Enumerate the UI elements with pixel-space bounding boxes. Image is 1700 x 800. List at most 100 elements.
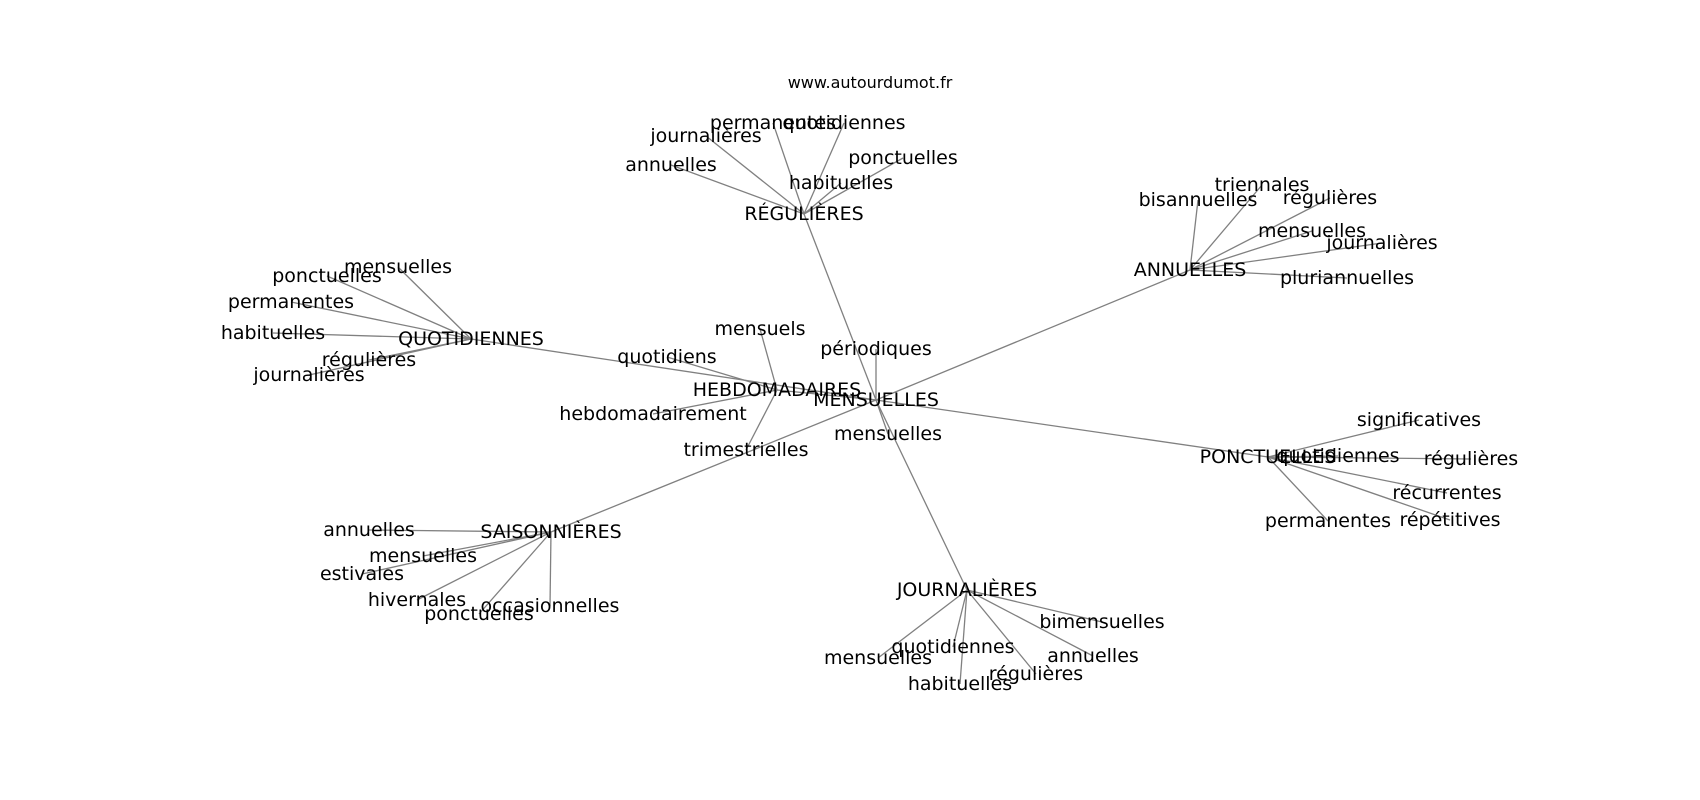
leaf-label-saisonnieres-estivales: estivales (320, 563, 404, 585)
edge-annuelles-bisannuelles (1189, 199, 1199, 271)
edge-saisonnieres-hivernales (416, 531, 552, 601)
hub-label-saisonnieres: SAISONNIÈRES (480, 520, 621, 543)
edge-center-quotidiennes (470, 338, 877, 401)
edge-quotidiennes-journalieres (308, 338, 472, 376)
leaf-label-journalieres-annuelles: annuelles (1047, 645, 1139, 667)
leaf-label-annuelles-journalieres: journalières (1325, 232, 1437, 254)
leaf-label-journalieres-quotidiennes: quotidiennes (891, 636, 1014, 658)
edge-ponctuelles-regulieres (1267, 456, 1472, 460)
leaf-label-center-mensuelles: mensuelles (834, 423, 942, 445)
leaf-label-journalieres-mensuelles: mensuelles (824, 647, 932, 669)
leaf-label-saisonnieres-annuelles: annuelles (323, 519, 415, 541)
leaf-label-quotidiennes-mensuelles: mensuelles (344, 256, 452, 278)
leaf-label-hebdomadaires-quotidiens: quotidiens (617, 346, 716, 368)
edge-center-ponctuelles (875, 399, 1269, 458)
leaf-label-hebdomadaires-trimestrielles: trimestrielles (683, 439, 808, 461)
edge-annuelles-journalieres (1189, 242, 1383, 271)
edge-center-regulieres (803, 213, 877, 401)
leaf-label-saisonnieres-hivernales: hivernales (368, 589, 466, 611)
edge-quotidiennes-habituelles (272, 332, 472, 340)
leaf-label-ponctuelles-permanentes: permanentes (1265, 510, 1391, 532)
leaf-label-quotidiennes-regulieres: régulières (322, 349, 416, 371)
edge-center-annuelles (875, 269, 1191, 401)
edge-center-saisonnieres (550, 399, 877, 533)
leaf-label-ponctuelles-quotidiennes: quotidiennes (1276, 445, 1399, 467)
edge-center-hebdomadaires (776, 389, 877, 401)
edge-quotidiennes-ponctuelles (326, 275, 472, 340)
hub-label-journalieres: JOURNALIÈRES (896, 578, 1037, 601)
edge-journalieres-regulieres (966, 589, 1037, 675)
leaf-label-regulieres-ponctuelles: ponctuelles (848, 147, 958, 169)
edge-saisonnieres-estivales (361, 531, 552, 575)
leaf-label-center-periodiques: périodiques (820, 338, 932, 360)
hub-label-quotidiennes: QUOTIDIENNES (398, 328, 544, 350)
edge-regulieres-habituelles (803, 182, 842, 215)
edge-hebdomadaires-hebdomadairement (652, 389, 778, 415)
edge-saisonnieres-mensuelles (422, 531, 552, 557)
edge-ponctuelles-significatives (1267, 419, 1420, 458)
edge-regulieres-quotidiennes (803, 122, 845, 215)
edge-journalieres-quotidiennes (952, 589, 968, 648)
edge-journalieres-bimensuelles (966, 589, 1103, 623)
leaf-label-quotidiennes-journalieres: journalières (252, 364, 364, 386)
edge-ponctuelles-recurrentes (1267, 456, 1448, 494)
edge-saisonnieres-occasionnelles (549, 531, 552, 607)
leaf-label-regulieres-permanentes: permanentes (710, 112, 836, 134)
leaf-label-saisonnieres-mensuelles: mensuelles (369, 545, 477, 567)
leaf-label-ponctuelles-significatives: significatives (1357, 409, 1481, 431)
edge-journalieres-habituelles (959, 589, 968, 685)
edge-quotidiennes-permanentes (290, 301, 472, 340)
edge-ponctuelles-repetitives (1267, 456, 1451, 521)
leaf-label-ponctuelles-recurrentes: récurrentes (1392, 482, 1501, 504)
edge-hebdomadaires-quotidiens (666, 356, 778, 391)
leaf-label-hebdomadaires-mensuels: mensuels (714, 318, 805, 340)
edge-annuelles-mensuelles (1189, 230, 1313, 271)
leaf-label-journalieres-bimensuelles: bimensuelles (1039, 611, 1164, 633)
hub-label-annuelles: ANNUELLES (1134, 259, 1247, 281)
edge-journalieres-annuelles (966, 589, 1094, 657)
leaf-label-regulieres-annuelles: annuelles (625, 154, 717, 176)
edge-hebdomadaires-mensuels (759, 328, 778, 391)
edge-annuelles-regulieres (1189, 197, 1331, 271)
edge-ponctuelles-permanentes (1267, 456, 1329, 522)
edge-center-journalieres (875, 399, 968, 591)
leaf-label-hebdomadaires-hebdomadairement: hebdomadairement (559, 403, 746, 425)
leaf-label-ponctuelles-repetitives: répétitives (1399, 509, 1500, 531)
leaf-label-journalieres-regulieres: régulières (989, 663, 1083, 685)
graph-labels: RÉGULIÈRESpermanentesquotidiennesjournal… (221, 112, 1518, 695)
edge-annuelles-triennales (1189, 184, 1263, 271)
edge-saisonnieres-annuelles (368, 529, 552, 533)
leaf-label-quotidiennes-permanentes: permanentes (228, 291, 354, 313)
edge-journalieres-mensuelles (877, 589, 968, 659)
leaf-label-saisonnieres-ponctuelles: ponctuelles (424, 603, 534, 625)
leaf-label-regulieres-habituelles: habituelles (789, 172, 893, 194)
site-watermark: www.autourdumot.fr (788, 73, 953, 92)
edge-center-mensuelles (875, 399, 889, 435)
leaf-label-annuelles-triennales: triennales (1215, 174, 1310, 196)
leaf-label-annuelles-regulieres: régulières (1283, 187, 1377, 209)
edge-regulieres-annuelles (670, 164, 805, 215)
edge-annuelles-pluriannuelles (1189, 269, 1348, 279)
leaf-label-regulieres-journalieres: journalières (649, 125, 761, 147)
edge-saisonnieres-ponctuelles (478, 531, 552, 615)
leaf-label-saisonnieres-occasionnelles: occasionnelles (481, 595, 620, 617)
leaf-label-annuelles-mensuelles: mensuelles (1258, 220, 1366, 242)
edge-regulieres-permanentes (772, 122, 805, 215)
edge-hebdomadaires-trimestrielles (745, 389, 778, 451)
leaf-label-annuelles-pluriannuelles: pluriannuelles (1280, 267, 1414, 289)
graph-edges (272, 122, 1472, 685)
hub-label-regulieres: RÉGULIÈRES (744, 202, 863, 225)
leaf-label-quotidiennes-ponctuelles: ponctuelles (272, 265, 382, 287)
leaf-label-journalieres-habituelles: habituelles (908, 673, 1012, 695)
hub-label-ponctuelles: PONCTUELLES (1200, 446, 1337, 468)
leaf-label-quotidiennes-habituelles: habituelles (221, 322, 325, 344)
edge-quotidiennes-mensuelles (397, 266, 472, 340)
leaf-label-regulieres-quotidiennes: quotidiennes (782, 112, 905, 134)
hub-label-hebdomadaires: HEBDOMADAIRES (693, 379, 861, 401)
center-label: MENSUELLES (813, 389, 939, 411)
leaf-label-ponctuelles-regulieres: régulières (1424, 448, 1518, 470)
leaf-label-annuelles-bisannuelles: bisannuelles (1139, 189, 1258, 211)
edge-regulieres-ponctuelles (803, 157, 904, 215)
edge-regulieres-journalieres (705, 135, 805, 215)
